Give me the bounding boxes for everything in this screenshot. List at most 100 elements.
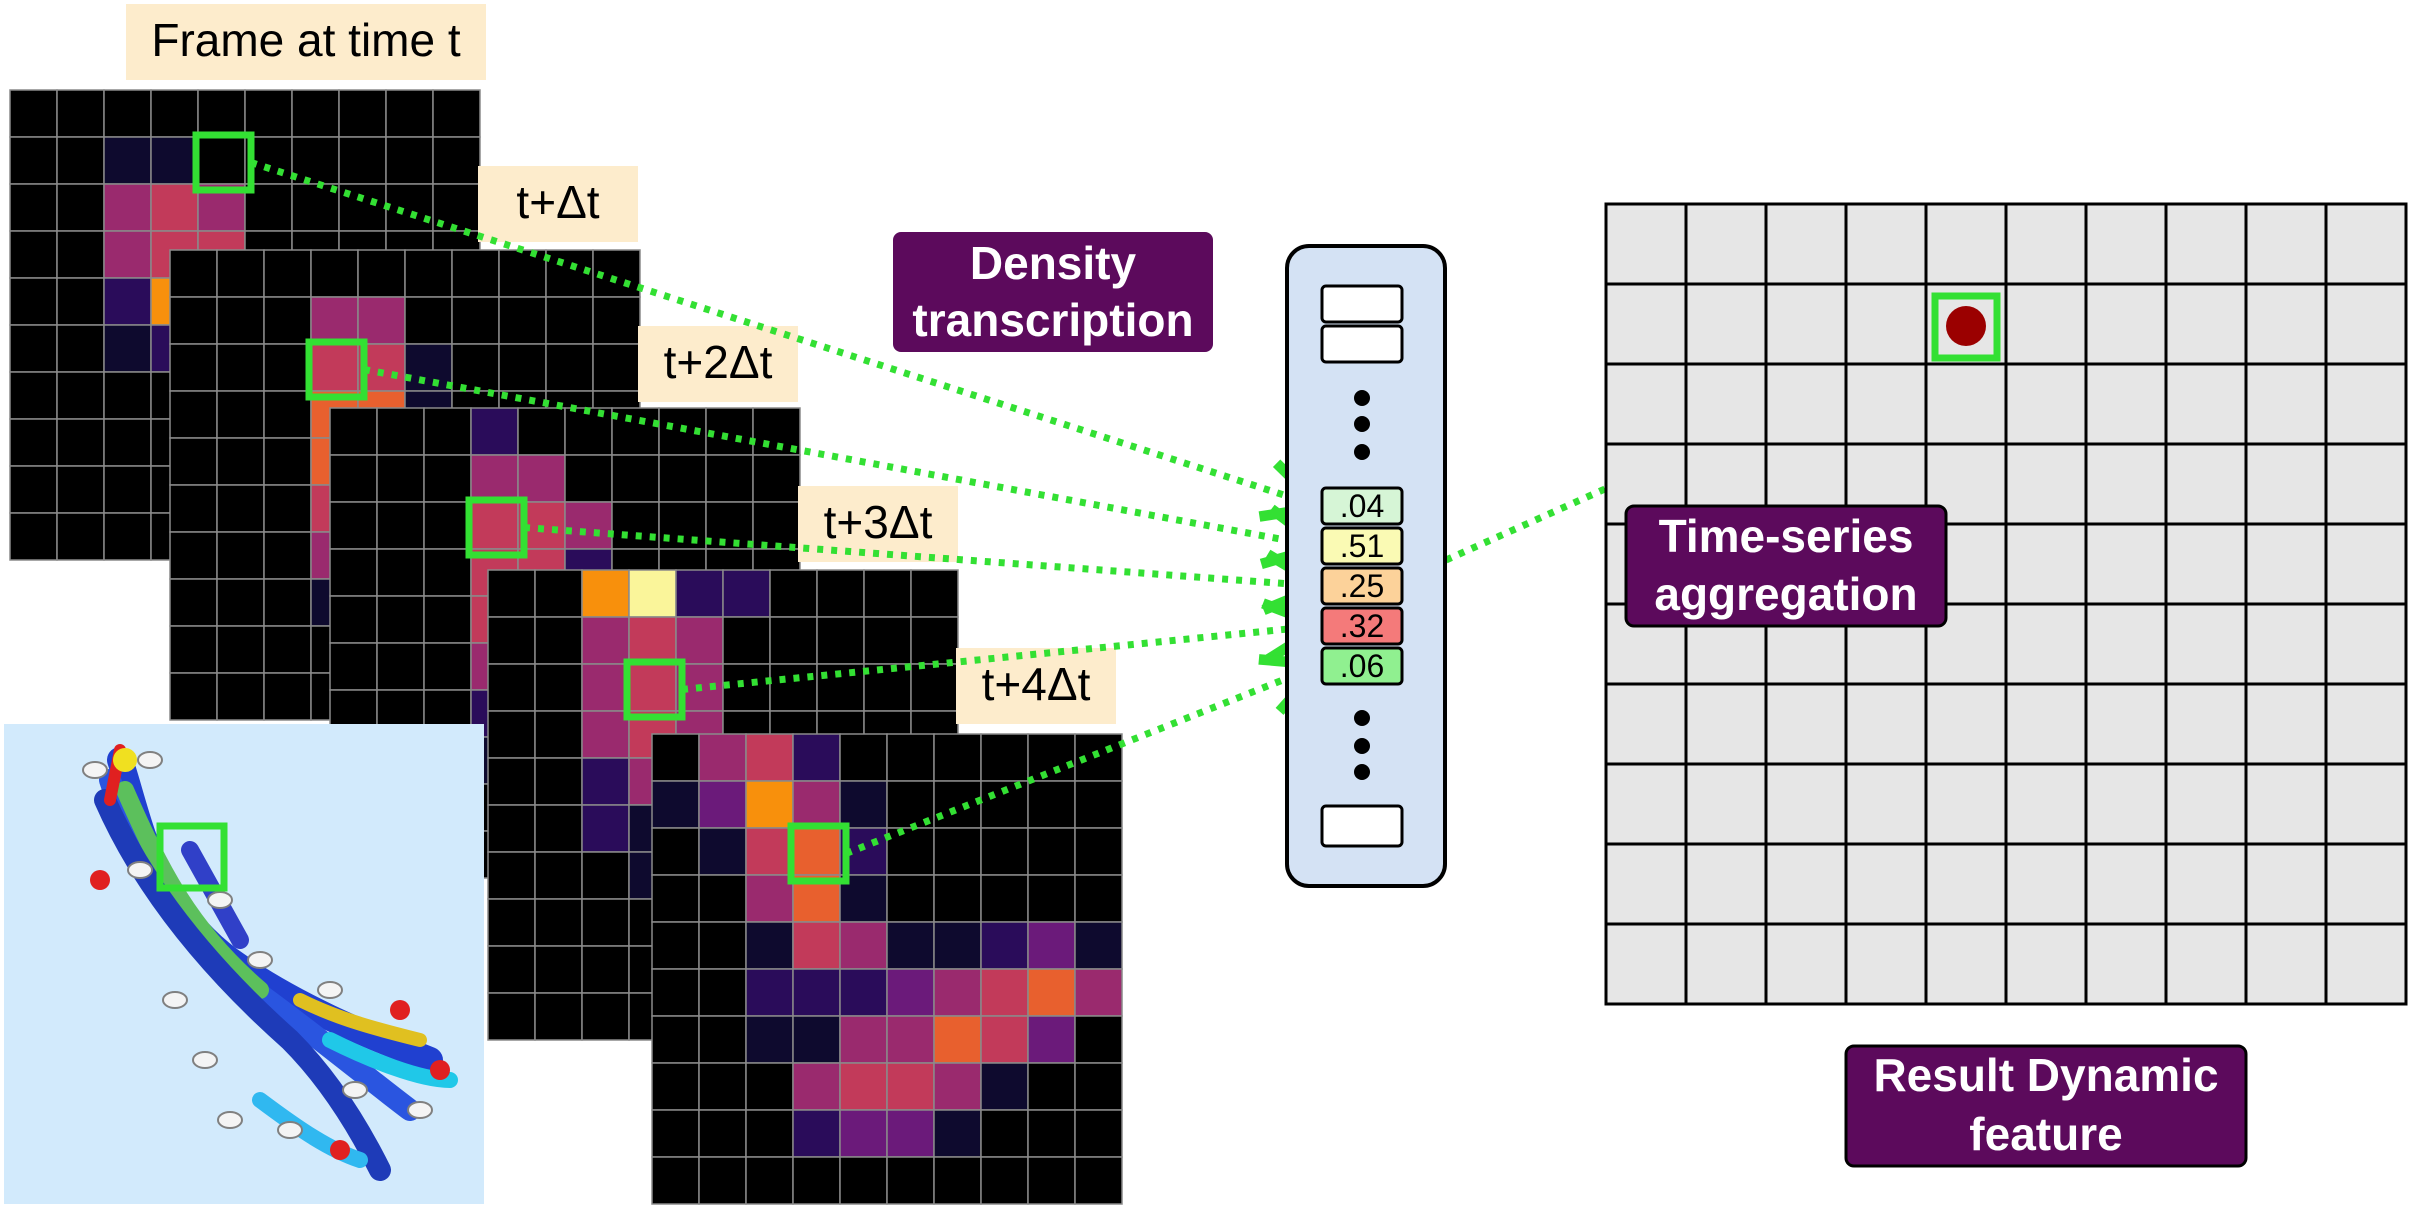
heatmap-cell	[980, 921, 1029, 970]
heatmap-cell	[56, 89, 105, 138]
result-grid-cell	[2084, 362, 2168, 446]
vector-value-cell	[1320, 486, 1404, 526]
heatmap-cell	[980, 1062, 1029, 1111]
result-grid-cell	[1684, 682, 1768, 766]
heatmap-cell	[9, 230, 58, 279]
result-grid-cell	[2244, 842, 2328, 926]
heatmap-cell	[9, 324, 58, 373]
heatmap-cell	[310, 249, 359, 298]
result-label-line1: Result Dynamic	[1873, 1049, 2218, 1101]
heatmap-cell	[150, 136, 199, 185]
heatmap-cell	[933, 827, 982, 876]
result-grid-cell	[1604, 282, 1688, 366]
heatmap-cell	[56, 136, 105, 185]
heatmap-cell	[357, 296, 406, 345]
result-grid-cell	[2084, 522, 2168, 606]
heatmap-cell	[769, 616, 818, 665]
heatmap-cell	[651, 1062, 700, 1111]
vector-value-label: .25	[1340, 568, 1384, 604]
transcription-arrow	[844, 666, 1318, 857]
result-grid-cell	[2004, 762, 2088, 846]
result-grid-cell	[1844, 922, 1928, 1006]
heatmap-cell	[745, 780, 794, 829]
result-grid-cell	[1844, 762, 1928, 846]
heatmap-cell	[1074, 1156, 1123, 1205]
heatmap-cell	[56, 418, 105, 467]
result-feature-grid	[1604, 202, 2408, 1006]
heatmap-cell	[564, 407, 613, 456]
heatmap-cell	[357, 249, 406, 298]
result-grid-cell	[2164, 282, 2248, 366]
heatmap-cell	[886, 733, 935, 782]
result-grid-cell	[2084, 762, 2168, 846]
heatmap-cell	[216, 343, 265, 392]
heatmap-cell	[534, 945, 583, 994]
heatmap-cell	[487, 851, 536, 900]
heatmap-cell	[517, 454, 566, 503]
heatmap-cell	[103, 230, 152, 279]
heatmap-cell	[216, 390, 265, 439]
result-grid-cell	[2004, 842, 2088, 926]
density-transcription-label: Density transcription	[893, 232, 1213, 352]
heatmap-cell	[498, 249, 547, 298]
heatmap-cell	[103, 324, 152, 373]
heatmap-cell	[376, 407, 425, 456]
heatmap-cell	[487, 898, 536, 947]
heatmap-cell	[933, 968, 982, 1017]
heatmap-cell	[432, 89, 481, 138]
heatmap-cell	[1074, 1015, 1123, 1064]
result-grid-cell	[1684, 762, 1768, 846]
heatmap-cell	[980, 1015, 1029, 1064]
frame-heatmap: t+4Δt	[651, 648, 1123, 1205]
result-grid-cell	[1604, 762, 1688, 846]
heatmap-cell	[263, 531, 312, 580]
heatmap-cell	[310, 296, 359, 345]
heatmap-cell	[216, 437, 265, 486]
density-label-line2: transcription	[912, 294, 1193, 346]
heatmap-cell	[103, 277, 152, 326]
heatmap-cell	[451, 296, 500, 345]
heatmap-cell	[980, 968, 1029, 1017]
heatmap-cell	[581, 804, 630, 853]
heatmap-cell	[216, 296, 265, 345]
result-grid-cell	[1844, 282, 1928, 366]
vector-ellipsis-top	[1354, 390, 1370, 460]
heatmap-cell	[792, 1109, 841, 1158]
heatmap-cell	[980, 733, 1029, 782]
heatmap-cell	[1027, 1109, 1076, 1158]
result-grid-cell	[1604, 362, 1688, 446]
vector-value-cell	[1320, 606, 1404, 646]
heatmap-cell	[651, 827, 700, 876]
heatmap-cell	[291, 89, 340, 138]
result-grid-cell	[2324, 282, 2408, 366]
heatmap-cell	[705, 454, 754, 503]
heatmap-cell	[611, 407, 660, 456]
heatmap-cell	[263, 578, 312, 627]
heatmap-cell	[216, 249, 265, 298]
heatmap-cell	[487, 710, 536, 759]
heatmap-cell	[56, 230, 105, 279]
heatmap-cell	[103, 136, 152, 185]
result-grid-cell	[2084, 682, 2168, 766]
transcription-arrows	[249, 159, 1952, 857]
result-grid-cell	[1764, 202, 1848, 286]
result-grid-cell	[2164, 842, 2248, 926]
heatmap-cell	[980, 874, 1029, 923]
heatmap-cell	[1027, 780, 1076, 829]
result-grid-cell	[1764, 922, 1848, 1006]
heatmap-cell	[169, 437, 218, 486]
heatmap-cell	[423, 407, 472, 456]
heatmap-cell	[752, 501, 801, 550]
heatmap-cell	[169, 578, 218, 627]
result-grid-cell	[2164, 522, 2248, 606]
heatmap-cell	[886, 1109, 935, 1158]
heatmap-cell	[792, 780, 841, 829]
frame-label: Frame at time t	[151, 14, 461, 66]
heatmap-cell	[103, 371, 152, 420]
heatmap-cell	[244, 89, 293, 138]
heatmap-cell	[651, 874, 700, 923]
heatmap-cell	[745, 968, 794, 1017]
result-grid-cell	[2244, 762, 2328, 846]
transcription-arrow	[681, 626, 1318, 693]
